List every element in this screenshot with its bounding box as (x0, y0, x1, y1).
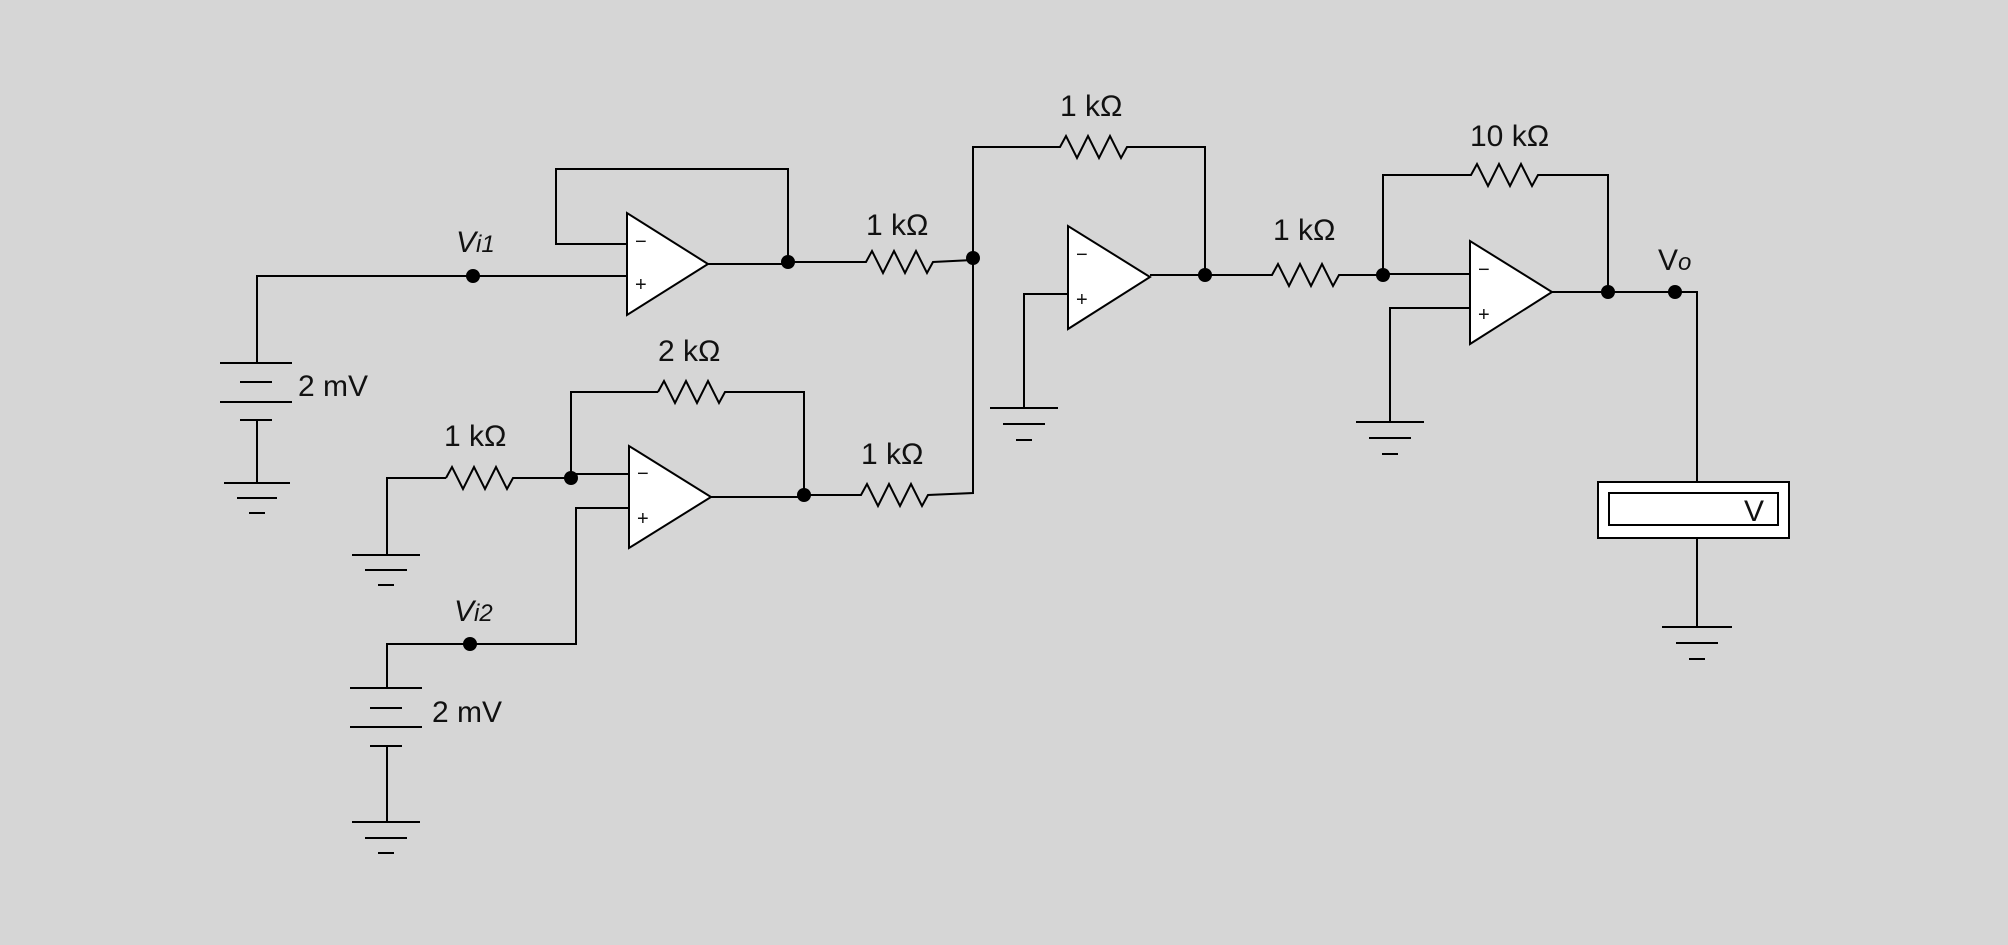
ground-icon (352, 821, 420, 854)
resistor-summer-feedback (972, 133, 1206, 275)
opamp-2-plus-sign: + (637, 508, 649, 530)
opamp-4-minus-sign: − (1478, 259, 1490, 281)
resistor-follower-out-label: 1 kΩ (866, 209, 928, 242)
node-vi1 (466, 269, 480, 283)
source-2-value: 2 mV (432, 696, 502, 729)
opamp-4: − + (1469, 239, 1554, 346)
resistor-follower-out (788, 248, 974, 276)
resistor-stage2-out-label: 1 kΩ (861, 438, 923, 471)
resistor-stage2-feedback (657, 378, 805, 494)
source-1-value: 2 mV (298, 370, 368, 403)
vo-label: Vo (1658, 244, 1691, 277)
opamp-1: − + (626, 211, 710, 317)
resistor-stage4-feedback-label: 10 kΩ (1470, 120, 1549, 153)
opamp-2: − + (628, 444, 713, 550)
opamp-4-plus-sign: + (1478, 304, 1490, 326)
resistor-stage2-feedback-label: 2 kΩ (658, 335, 720, 368)
resistor-stage4-input (1205, 261, 1383, 289)
resistor-stage4-feedback (1382, 161, 1609, 292)
opamp-3: − + (1067, 224, 1152, 331)
ground-icon (1356, 421, 1424, 455)
vi2-label: Vi2 (454, 595, 493, 628)
wire-output (1608, 291, 1698, 482)
voltmeter-unit: V (1744, 495, 1764, 528)
ground-icon (990, 407, 1058, 441)
wire-opamp-4-ground (1389, 307, 1470, 422)
opamp-1-plus-sign: + (635, 274, 647, 296)
ground-icon (1662, 626, 1732, 660)
opamp-1-minus-sign: − (635, 231, 647, 253)
opamp-2-minus-sign: − (637, 463, 649, 485)
wire-vi2-input (386, 507, 629, 688)
resistor-summer-feedback-label: 1 kΩ (1060, 90, 1122, 123)
resistor-stage2-input (445, 464, 571, 492)
ground-icon (352, 554, 420, 586)
vi1-label: Vi1 (456, 226, 495, 259)
ground-icon (224, 482, 290, 514)
opamp-3-plus-sign: + (1076, 289, 1088, 311)
resistor-stage2-input-label: 1 kΩ (444, 420, 506, 453)
node-vi2 (463, 637, 477, 651)
wire-opamp-3-ground (1023, 293, 1068, 408)
source-1: 2 mV (220, 275, 627, 514)
wire-vi1-input (256, 275, 627, 363)
opamp-3-minus-sign: − (1076, 244, 1088, 266)
resistor-stage4-input-label: 1 kΩ (1273, 214, 1335, 247)
source-2 (350, 687, 422, 854)
wire-follower-feedback (555, 168, 789, 262)
wire-stage2-ground-left (386, 477, 446, 555)
voltmeter: V (1597, 481, 1790, 539)
resistor-stage2-out (804, 260, 974, 509)
node-vo (1668, 285, 1682, 299)
